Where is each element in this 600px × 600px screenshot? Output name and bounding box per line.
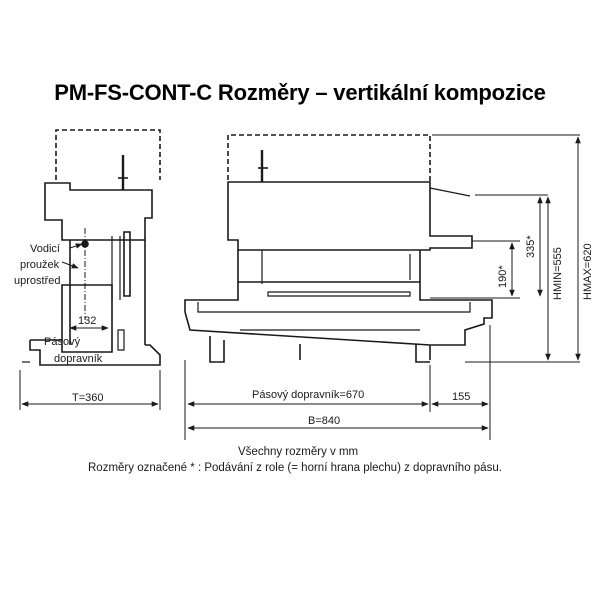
side-view (22, 129, 161, 366)
side-base (29, 340, 161, 366)
dim-hmax-label: HMAX=620 (582, 243, 594, 300)
guide-label-1: Vodicí (30, 243, 60, 255)
guide-label-2: proužek (20, 259, 60, 271)
side-conveyor (61, 284, 113, 353)
side-column (69, 240, 146, 345)
front-head (227, 181, 473, 251)
dim-335-label: 335* (525, 235, 537, 258)
dim-T-line (19, 370, 161, 410)
note-units: Všechny rozměry v mm (238, 446, 359, 458)
page-title: PM-FS-CONT-C Rozměry – vertikální kompoz… (54, 80, 546, 105)
side-dashed-housing (55, 129, 161, 180)
front-view (184, 134, 493, 363)
front-middle (237, 250, 421, 283)
dim-hmin-label: HMIN=555 (552, 247, 564, 300)
dim-190-label: 190* (497, 265, 509, 288)
conveyor-label-2: dopravník (54, 353, 103, 365)
dim-conveyor-line (184, 325, 491, 440)
dim-132-label: 132 (78, 315, 96, 327)
side-head (44, 182, 153, 241)
front-conveyor (184, 282, 493, 360)
guide-label-3: uprostřed (14, 275, 60, 287)
guide-leader (61, 261, 79, 269)
dim-conveyor-label: Pásový dopravník=670 (252, 389, 364, 401)
guide-arrow (69, 243, 83, 249)
conveyor-label-1: Pásový (44, 336, 81, 348)
front-legs (209, 336, 430, 363)
dim-155-label: 155 (452, 391, 470, 403)
note-asterisk: Rozměry označené * : Podávání z role (= … (88, 462, 502, 474)
dim-vertical-lines (430, 134, 581, 363)
dim-B-label: B=840 (308, 415, 340, 427)
dim-T-label: T=360 (72, 392, 104, 404)
front-dashed-housing (227, 134, 431, 182)
